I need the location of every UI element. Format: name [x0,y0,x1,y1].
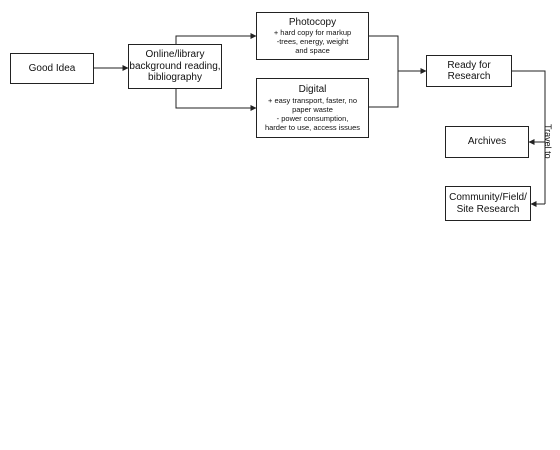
node-ready-for-research: Ready for Research [426,55,512,87]
node-photocopy-note: + hard copy for markup [273,28,352,38]
node-digital-note: + easy transport, faster, no [267,95,357,105]
node-community-field-site: Community/Field/ Site Research [445,186,531,221]
edge-ready-travel [512,70,546,204]
edge-online-to-digital [175,89,257,111]
node-online-reading: Online/library background reading, bibli… [128,44,222,89]
node-good-idea-label: Good Idea [28,62,76,74]
node-photocopy: Photocopy + hard copy for markup -trees,… [256,12,369,60]
node-archives-label: Archives [467,136,507,148]
node-digital: Digital + easy transport, faster, no pap… [256,78,369,138]
node-digital-note: harder to use, access issues [264,122,361,132]
node-online-reading-label: Online/library background reading, bibli… [129,49,221,84]
node-archives: Archives [445,126,529,158]
node-photocopy-note: -trees, energy, weight [276,37,349,47]
node-digital-title: Digital [298,84,327,96]
node-digital-note: paper waste [292,104,333,114]
node-community-label: Community/Field/ Site Research [449,192,527,215]
edge-online-to-photocopy [175,33,257,44]
edge-label-travel: Travel to [543,124,553,159]
node-photocopy-note: and space [295,46,330,56]
node-photocopy-title: Photocopy [288,16,337,28]
node-digital-note: - power consumption, [276,113,349,123]
edge-photocopy-merge [369,35,399,108]
node-good-idea: Good Idea [10,53,94,84]
node-ready-label: Ready for Research [447,59,491,83]
